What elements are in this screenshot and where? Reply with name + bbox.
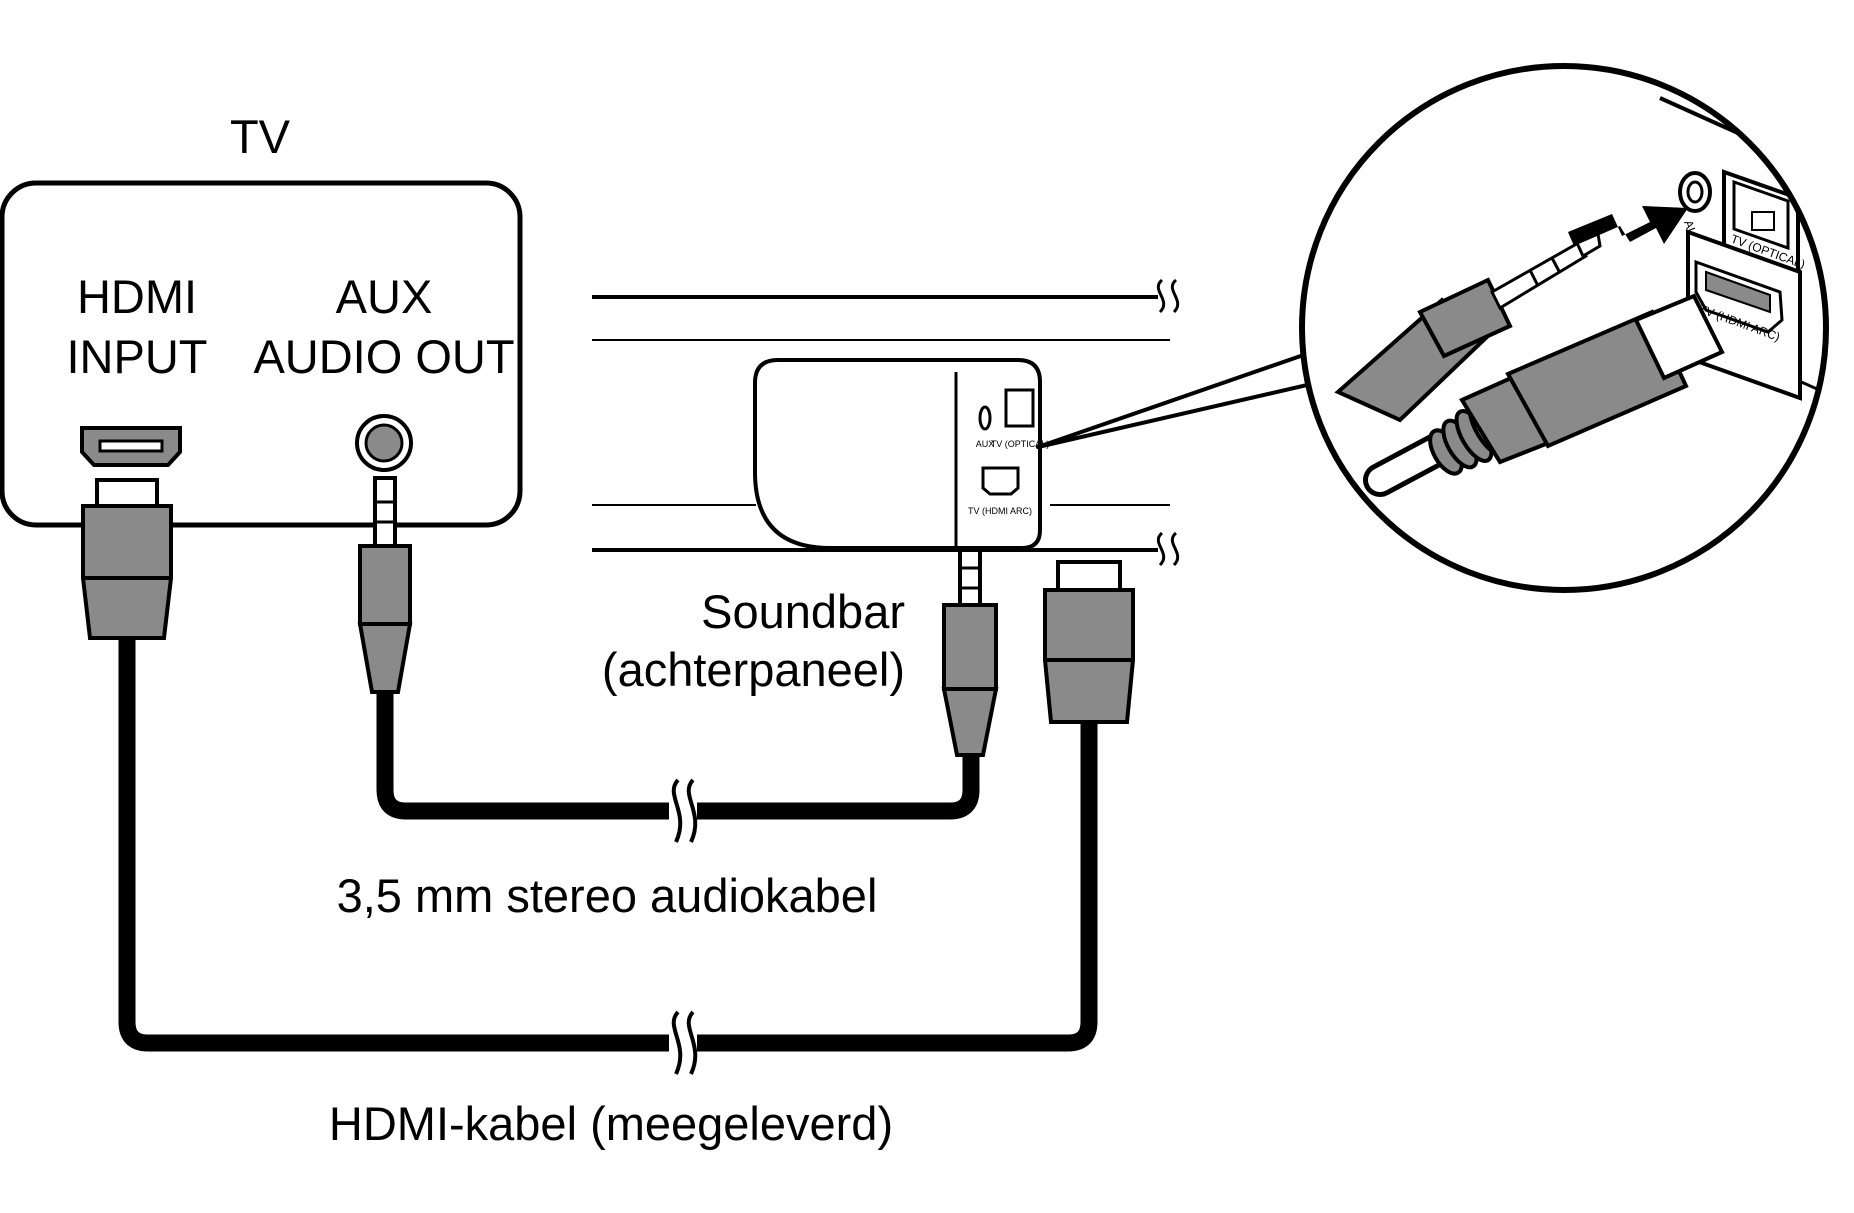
tv-unit: TV HDMI INPUT AUX AUDIO OUT	[0, 110, 523, 528]
zoom-circle-border	[1299, 63, 1829, 593]
hdmi-input-label-line2: INPUT	[67, 330, 208, 383]
zoom-hdmi-plug	[1363, 293, 1725, 497]
tv-hdmi-plug	[81, 478, 173, 640]
zoom-audio-plug	[1334, 231, 1602, 423]
audio-cable	[376, 690, 980, 854]
soundbar-optical-port-icon	[1004, 388, 1035, 428]
soundbar-optical-label: TV (OPTICAL)	[991, 439, 1050, 449]
aux-out-label-line2: AUDIO OUT	[253, 330, 514, 383]
aux-out-label-line1: AUX	[336, 270, 433, 323]
audio-cable-label: 3,5 mm stereo audiokabel	[337, 869, 878, 922]
soundbar-body	[753, 358, 1042, 550]
tv-audio-plug	[357, 476, 413, 694]
tv-title: TV	[230, 110, 291, 163]
soundbar-label-line2: (achterpaneel)	[602, 643, 905, 696]
soundbar-aux-port-icon	[978, 405, 992, 431]
zoom-callout: AUX TV (OPTICAL) TV (HDMI ARC)	[1036, 63, 1829, 593]
soundbar-hdmi-label: TV (HDMI ARC)	[968, 506, 1032, 516]
soundbar-label-line1: Soundbar	[701, 585, 905, 638]
insert-arrow-icon	[1568, 206, 1688, 246]
soundbar-hdmi-port-icon	[981, 466, 1020, 496]
hdmi-input-label-line1: HDMI	[77, 270, 197, 323]
zoom-aux-port-icon	[1678, 171, 1712, 213]
hdmi-cable	[118, 638, 1098, 1086]
soundbar-hdmi-plug	[1043, 560, 1135, 724]
tv-hdmi-port-icon	[80, 426, 182, 467]
tv-aux-port-icon	[355, 414, 413, 472]
zoom-optical-port-icon	[1722, 169, 1800, 291]
soundbar-top-rail	[592, 278, 1180, 341]
soundbar-unit: AUX TV (OPTICAL) TV (HDMI ARC) Soundbar …	[592, 278, 1180, 696]
hdmi-cable-label: HDMI-kabel (meegeleverd)	[329, 1097, 893, 1150]
soundbar-audio-plug	[941, 544, 999, 757]
soundbar-aux-label: AUX	[976, 439, 995, 449]
